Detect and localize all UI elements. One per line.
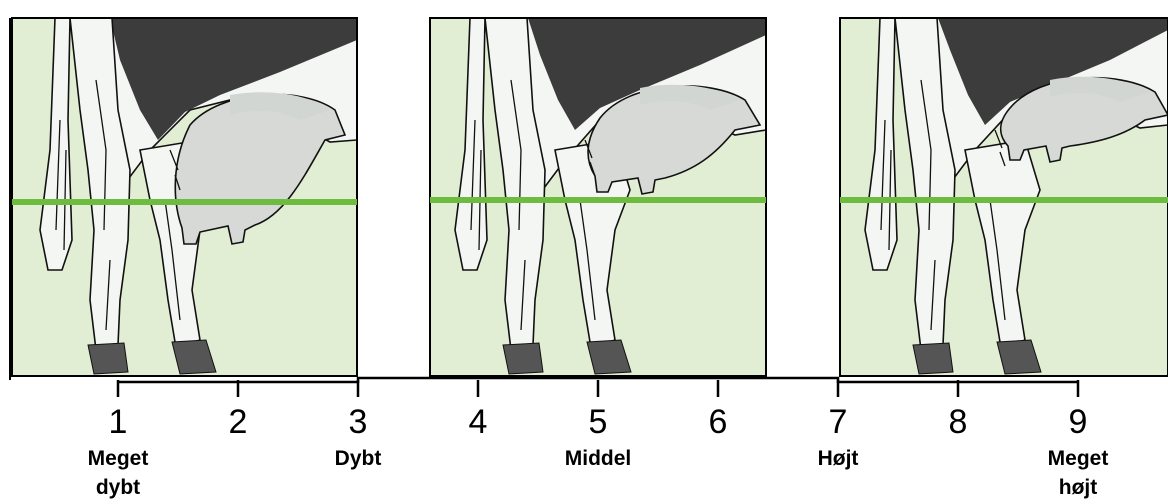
scale-number-8: 8 [949, 403, 968, 441]
scale-label-3: Dybt [335, 447, 382, 470]
scale-label-5: Middel [565, 447, 632, 470]
scale-number-6: 6 [709, 403, 728, 441]
scale-number-5: 5 [589, 403, 608, 441]
scale-label-9-line2: højt [1059, 476, 1097, 499]
scale-number-1: 1 [109, 403, 128, 441]
panel-deep-udder [12, 18, 357, 376]
scale-label-9: Meget [1048, 447, 1109, 470]
scale-label-1: Meget [88, 447, 149, 470]
scale-label-7: Højt [818, 447, 859, 470]
scale-number-3: 3 [349, 403, 368, 441]
scale-number-7: 7 [829, 403, 848, 441]
score-scale: 1 2 3 4 5 6 7 8 9Meget dybt Dybt Middel Højt Meget høj… [88, 378, 1109, 499]
scale-number-4: 4 [469, 403, 488, 441]
scale-label-1-line2: dybt [96, 476, 140, 499]
scale-number-2: 2 [229, 403, 248, 441]
scale-number-9: 9 [1069, 403, 1088, 441]
